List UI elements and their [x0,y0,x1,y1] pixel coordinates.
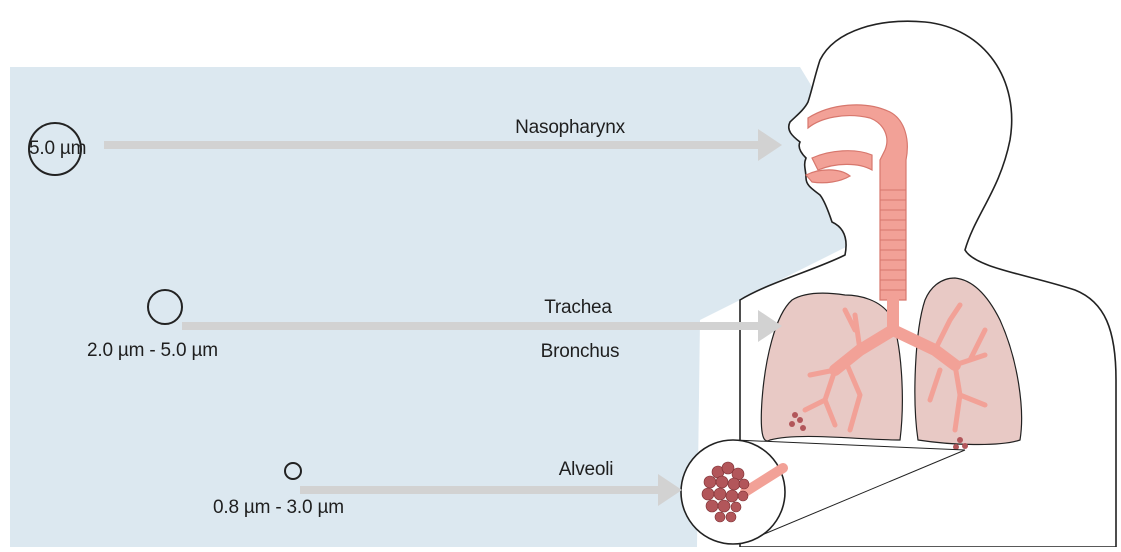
target-label-nasopharynx: Nasopharynx [515,117,625,139]
target-label-trachea: Trachea [544,297,612,319]
particle-size-label-1: 5.0 µm [29,138,86,160]
target-label-alveoli: Alveoli [559,459,614,481]
target-label-bronchus: Bronchus [541,341,620,363]
particle-size-label-2: 2.0 µm - 5.0 µm [87,340,218,362]
particle-size-label-3: 0.8 µm - 3.0 µm [213,497,344,519]
